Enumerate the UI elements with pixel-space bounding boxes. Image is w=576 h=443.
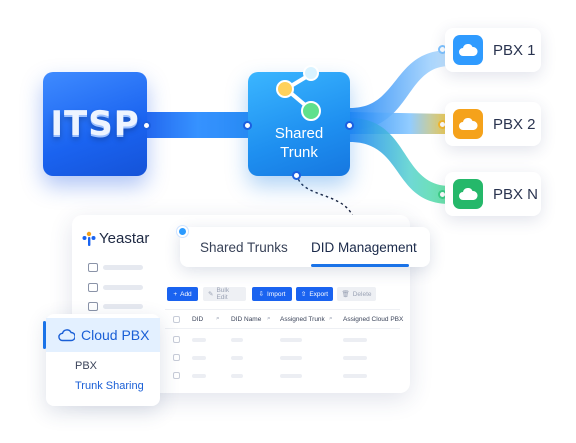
row-checkbox[interactable] [173,336,180,343]
sidebar-item-placeholder[interactable] [103,285,143,290]
tab-did-management[interactable]: DID Management [311,240,417,255]
table-cell-placeholder [343,374,367,378]
share-icon [276,65,321,121]
shared-trunk-label-line1: Shared [274,125,324,142]
delete-button-label: Delete [352,290,372,298]
import-button[interactable]: ⇩ Import [252,287,292,301]
contacts-icon[interactable] [88,283,98,292]
search-icon[interactable]: ⌕ [329,315,333,322]
table-cell-placeholder [192,356,206,360]
cloud-icon [453,179,483,209]
tab-bar-indicator-dot [177,226,188,237]
export-button-label: Export [309,290,329,298]
pbx-label: PBX 2 [493,115,536,133]
table-row[interactable] [165,352,400,366]
shared-trunk-label-line2: Trunk [280,144,318,161]
import-button-label: Import [267,290,286,298]
search-icon[interactable]: ⌕ [267,315,271,322]
pbx-card-n: PBX N [445,172,541,216]
column-header-assigned-cloud-pbx: Assigned Cloud PBX [343,316,404,323]
itsp-to-trunk-link [147,112,248,138]
table-cell-placeholder [280,356,302,360]
table-cell-placeholder [280,338,302,342]
tab-bar [180,227,430,267]
plus-icon: + [173,290,178,298]
list-icon[interactable] [88,302,98,311]
sidebar-item-placeholder[interactable] [103,304,143,309]
active-tab-underline [311,264,409,267]
table-cell-placeholder [192,374,206,378]
row-checkbox[interactable] [173,354,180,361]
trunk-out-port-dot [345,121,354,130]
table-divider [165,309,400,310]
bulk-edit-button-label: Bulk Edit [216,287,230,301]
tab-shared-trunks[interactable]: Shared Trunks [200,240,288,255]
table-cell-placeholder [343,356,367,360]
add-button-label: Add [180,290,192,298]
column-header-assigned-trunk: Assigned Trunk [280,316,325,323]
trunk-in-port-dot [243,121,252,130]
cloud-icon [58,329,75,342]
pbx-label: PBX N [493,185,539,203]
import-icon: ⇩ [258,291,265,298]
export-icon: ⇧ [300,291,307,298]
sidebar-item-placeholder[interactable] [103,265,143,270]
trunk-to-pbxn-link [350,118,450,204]
active-menu-accent [43,321,46,349]
trunk-to-dashboard-link [296,173,356,225]
delete-button[interactable]: 🗑 Delete [337,287,376,301]
itsp-port-dot [142,121,151,130]
shared-trunk-node: Shared Trunk [248,72,350,176]
table-cell-placeholder [231,356,243,360]
bulk-edit-button[interactable]: ✎ Bulk Edit [203,287,246,301]
pbx-card-1: PBX 1 [445,28,541,72]
cloud-icon [453,35,483,65]
search-icon[interactable]: ⌕ [216,315,220,322]
trash-icon: 🗑 [341,291,350,298]
pbx-label: PBX 1 [493,41,536,59]
pbx-card-2: PBX 2 [445,102,541,146]
pencil-icon: ✎ [208,291,214,298]
table-cell-placeholder [343,338,367,342]
itsp-node: ITSP [43,72,147,176]
table-cell-placeholder [192,338,206,342]
column-header-did: DID [192,316,204,323]
table-row[interactable] [165,334,400,348]
row-checkbox[interactable] [173,372,180,379]
brand-name: Yeastar [99,230,150,247]
trunk-to-pbx1-link [350,50,450,130]
table-cell-placeholder [280,374,302,378]
trunk-down-port-dot [292,171,301,180]
cloud-pbx-menu-title: Cloud PBX [81,327,150,343]
table-row[interactable] [165,370,400,384]
menu-item-pbx[interactable]: PBX [75,360,98,372]
export-button[interactable]: ⇧ Export [296,287,333,301]
table-divider [165,328,400,329]
select-all-checkbox[interactable] [173,316,180,323]
cloud-pbx-menu-header[interactable]: Cloud PBX [46,318,160,352]
column-header-did-name: DID Name [231,316,262,323]
itsp-label: ITSP [50,104,140,144]
table-cell-placeholder [231,374,243,378]
add-button[interactable]: + Add [167,287,198,301]
cloud-icon [453,109,483,139]
yeastar-logo-icon [82,231,96,246]
table-cell-placeholder [231,338,243,342]
menu-item-trunk-sharing[interactable]: Trunk Sharing [75,380,144,392]
brand-logo: Yeastar [82,230,149,247]
grid-icon[interactable] [88,263,98,272]
